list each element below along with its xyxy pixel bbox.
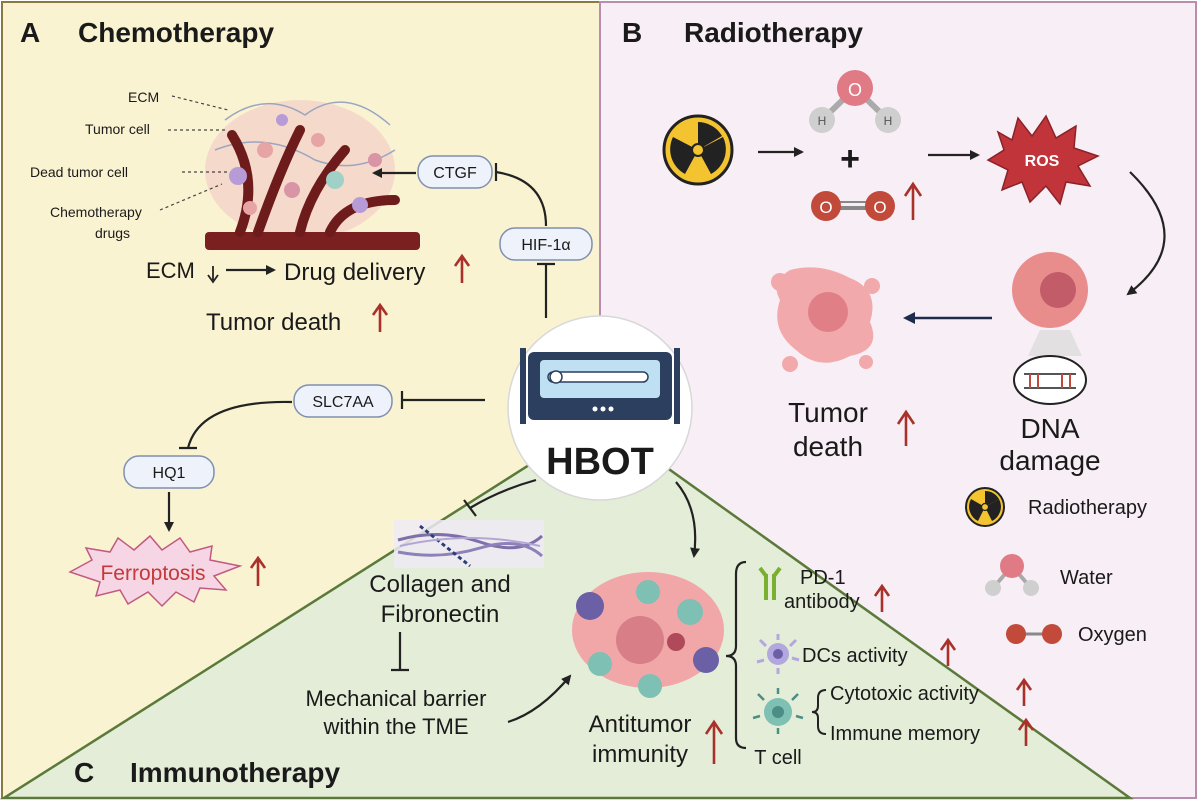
dcs-label: DCs activity <box>802 645 908 667</box>
tumor-vessel-illustration <box>205 100 420 250</box>
panel-b-title: Radiotherapy <box>684 17 863 48</box>
water-o-label: O <box>848 80 862 100</box>
antitumor-label-line1: Antitumor <box>589 711 692 738</box>
hif-inhibits-ctgf <box>495 170 548 227</box>
label-chemo-drugs-line2: drugs <box>95 225 130 241</box>
legend-radiotherapy-icon <box>965 487 1005 527</box>
slc-inhibits-hq1 <box>186 400 293 449</box>
tumor-death-label-a: Tumor death <box>206 309 341 336</box>
tcell-brace <box>811 689 827 735</box>
hif-pill <box>499 227 593 261</box>
barrier-to-antitumor-arrow <box>507 674 572 724</box>
water-molecule-main <box>809 70 901 133</box>
antitumor-up-arrow <box>704 719 724 764</box>
legend-radiotherapy-label: Radiotherapy <box>1028 497 1147 519</box>
memory-label: Immune memory <box>830 723 980 745</box>
tumor-death-b-up-arrow <box>896 409 916 446</box>
ctgf-pill <box>417 155 493 189</box>
hif-label: HIF-1α <box>521 237 570 254</box>
ferroptosis-label: Ferroptosis <box>100 562 205 585</box>
oxygen-o-label-2: O <box>873 198 886 217</box>
dcs-icon <box>756 634 800 674</box>
dcs-up-arrow <box>939 637 957 666</box>
barrier-label-line2: within the TME <box>322 714 468 739</box>
pd1-label-line1: PD-1 <box>800 567 846 589</box>
panel-c-background <box>0 418 1134 800</box>
legend-water-label: Water <box>1060 567 1113 589</box>
damaged-cell-icon <box>1012 252 1088 356</box>
pd1-antibody-icon <box>758 566 782 600</box>
label-chemo-drugs-line1: Chemotherapy <box>50 204 142 220</box>
legend-oxygen-icon <box>1006 624 1062 644</box>
dna-icon <box>1013 355 1087 405</box>
water-h-label-2: H <box>884 114 893 128</box>
panel-c-letter: C <box>74 757 94 788</box>
ecm-down-label: ECM <box>146 258 195 283</box>
ros-to-dna-arrow <box>1126 171 1166 296</box>
water-h-label-1: H <box>818 114 827 128</box>
label-ecm: ECM <box>128 89 159 105</box>
dead-tumor-cell-icon <box>771 267 880 372</box>
outcomes-brace <box>725 560 747 750</box>
panel-a-letter: A <box>20 17 40 48</box>
oxygen-up-arrow <box>903 181 923 220</box>
drug-delivery-label: Drug delivery <box>284 259 425 286</box>
slc-label: SLC7AA <box>312 394 374 411</box>
cytotoxic-label: Cytotoxic activity <box>830 683 979 705</box>
antitumor-label-line2: immunity <box>592 741 688 768</box>
legend-water-icon <box>985 554 1039 596</box>
collagen-fibers-illustration <box>394 520 544 568</box>
label-leader-lines <box>159 95 229 211</box>
memory-up-arrow <box>1017 717 1035 746</box>
hbot-label: HBOT <box>546 441 654 483</box>
tcell-icon <box>752 688 804 734</box>
oxygen-o-label-1: O <box>819 198 832 217</box>
pd1-up-arrow <box>873 583 891 612</box>
ferroptosis-starburst <box>68 534 243 608</box>
barrier-label-line1: Mechanical barrier <box>306 686 487 711</box>
ctgf-label: CTGF <box>433 165 477 182</box>
tumor-death-up-arrow-a <box>371 302 389 332</box>
hbot-chamber-icon <box>520 348 680 424</box>
plus-sign: + <box>840 140 860 178</box>
ros-starburst <box>986 114 1100 206</box>
hq1-label: HQ1 <box>153 465 186 482</box>
label-tumor-cell: Tumor cell <box>85 121 150 137</box>
ferroptosis-up-arrow <box>249 555 267 586</box>
collagen-label-line1: Collagen and <box>369 571 510 598</box>
collagen-label-line2: Fibronectin <box>381 601 500 628</box>
tumor-immune-cluster <box>572 572 724 698</box>
drug-delivery-up-arrow <box>453 253 471 283</box>
tumor-death-b-line1: Tumor <box>788 397 868 428</box>
pd1-label-line2: antibody <box>784 591 860 613</box>
cytotoxic-up-arrow <box>1015 677 1033 706</box>
tcell-label: T cell <box>754 747 801 769</box>
hq1-pill <box>123 455 215 489</box>
legend-oxygen-label: Oxygen <box>1078 624 1147 646</box>
oxygen-molecule-main <box>811 191 895 221</box>
slc-pill <box>293 384 393 418</box>
dna-damage-line1: DNA <box>1020 413 1079 444</box>
hbot-to-antitumor-arrow <box>675 481 700 558</box>
hbot-inhibits-collagen <box>469 478 537 509</box>
panel-a-title: Chemotherapy <box>78 17 274 48</box>
label-dead-tumor-cell: Dead tumor cell <box>30 164 128 180</box>
radiation-icon-main <box>662 114 734 186</box>
panel-c-title: Immunotherapy <box>130 757 340 788</box>
ros-label: ROS <box>1025 153 1060 170</box>
tumor-death-b-line2: death <box>793 431 863 462</box>
dna-damage-line2: damage <box>999 445 1100 476</box>
panel-b-letter: B <box>622 17 642 48</box>
